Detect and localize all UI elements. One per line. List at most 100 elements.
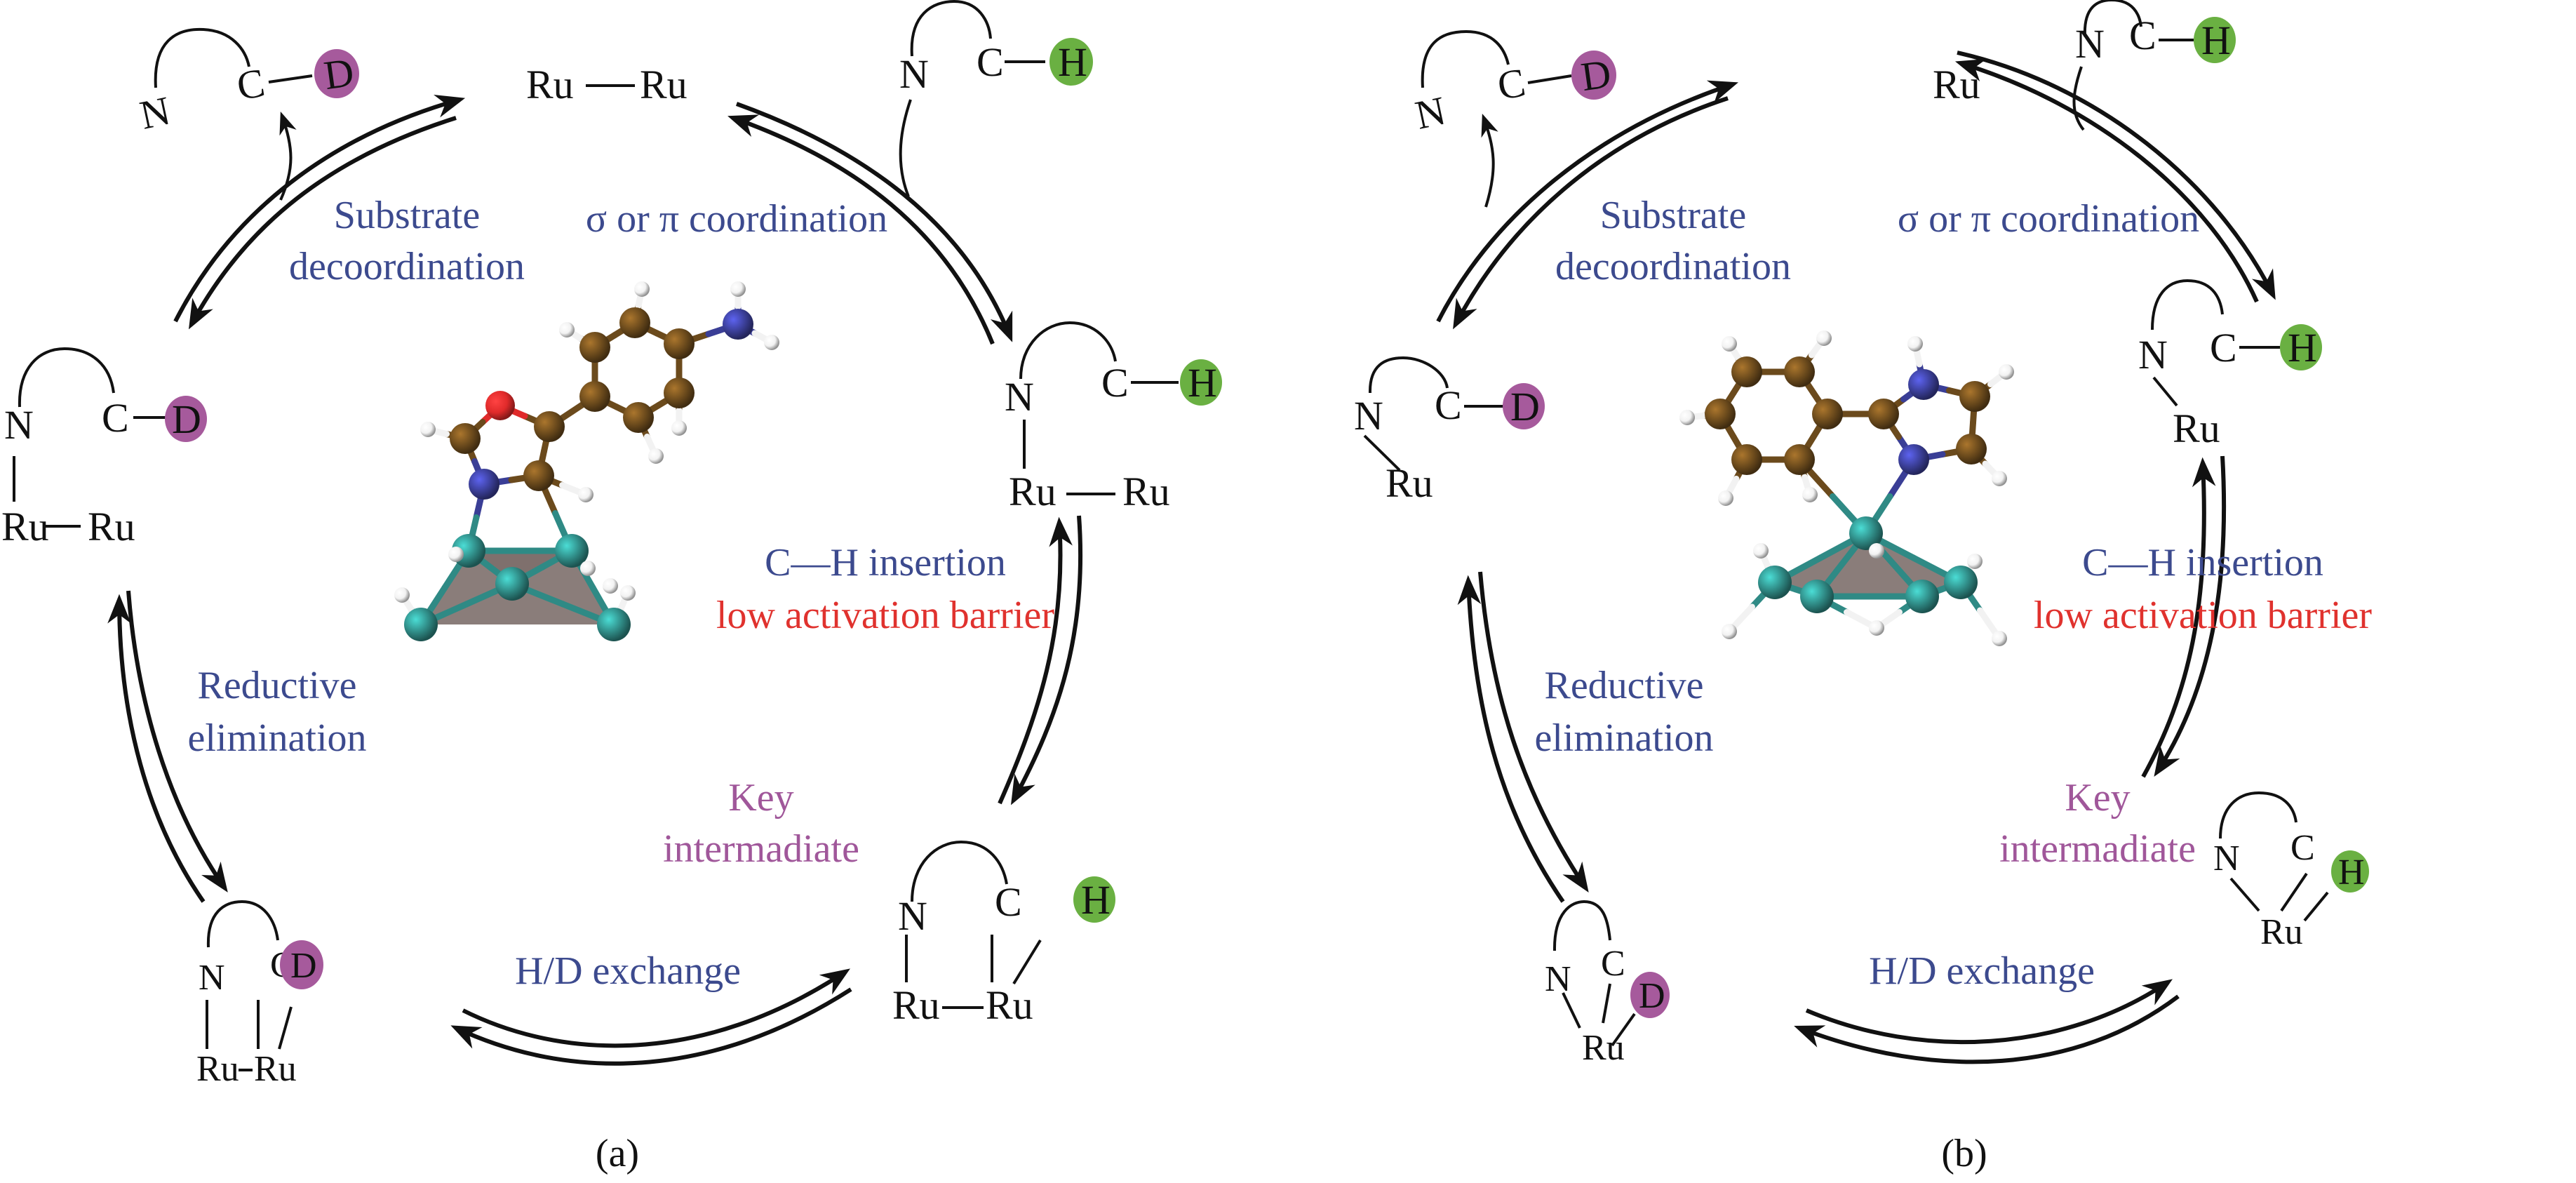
atom-n: N [2075, 21, 2105, 67]
atom-d: D [321, 49, 357, 98]
panel-caption-a: (a) [596, 1132, 639, 1175]
step-label-coordination: σ or π coordination [1898, 197, 2199, 241]
atom-n: N [899, 51, 929, 97]
product-cd-top-left: N C D [1411, 29, 1616, 208]
hydrogen-atom-sphere [1992, 631, 2007, 646]
atom-n: N [2213, 838, 2240, 878]
arrow-forward [2154, 455, 2227, 777]
step-label-key-intermediate-1: Key [2065, 776, 2130, 820]
molecular-model-oxazole-on-ru-cluster [394, 281, 779, 641]
arrow-reverse [2141, 457, 2216, 778]
atom-c: C [977, 39, 1004, 85]
carbon-atom-sphere [579, 381, 610, 412]
atom-n: N [199, 958, 225, 998]
intermediate-coordinated: N C H Ru Ru [1005, 321, 1222, 514]
atom-ru: Ru [1386, 460, 1433, 506]
catalyst-ru-ru-top: Ru Ru [526, 62, 687, 107]
hydrogen-atom-sphere [559, 322, 575, 337]
arrow-forward [462, 968, 851, 1048]
intermediate-left: N C D Ru Ru [1, 347, 207, 549]
arrow-reverse [1453, 96, 1729, 330]
atom-ru: Ru [1582, 1028, 1625, 1068]
arrow-forward [735, 102, 1013, 342]
ruthenium-atom-sphere [1944, 566, 1978, 599]
carbon-atom-sphere [1868, 399, 1899, 429]
deuterium-circle [1503, 383, 1545, 429]
atom-c: C [2290, 828, 2315, 868]
hydrogen-atom-sphere [1816, 330, 1832, 346]
step-label-key-intermediate-1: Key [728, 776, 793, 820]
atom-d: D [1510, 384, 1540, 429]
hydrogen-atom-sphere [420, 422, 436, 437]
step-label-reductive-elimination-2: elimination [1534, 716, 1713, 760]
atom-n: N [1005, 374, 1034, 420]
atom-ru: Ru [1, 504, 49, 549]
arrow-forward [126, 590, 228, 893]
atom-c: C [1101, 360, 1129, 406]
carbon-atom-sphere [1959, 381, 1990, 412]
atom-n: N [1354, 393, 1383, 439]
hydrogen-atom-sphere [671, 420, 687, 436]
arrow-reverse [727, 114, 995, 345]
arrow-forward [1011, 515, 1083, 806]
key-intermediate-structure: N C H Ru Ru [892, 840, 1115, 1028]
deuterium-circle [1630, 972, 1670, 1018]
carbon-atom-sphere [1812, 399, 1843, 429]
step-label-substrate-decoordination-2: decoordination [289, 245, 525, 288]
hydrogen-circle [2194, 17, 2236, 63]
hydrogen-atom-sphere [1753, 543, 1769, 559]
hydrogen-atom-sphere [648, 448, 664, 464]
key-intermediate-structure: N C H Ru [2213, 791, 2369, 952]
carbon-atom-sphere [450, 423, 481, 454]
arrow-reverse [1954, 58, 2259, 303]
arrow-reverse [107, 594, 206, 903]
hydrogen-circle [2331, 850, 2369, 893]
atom-n: N [4, 402, 34, 448]
atom-n: N [1411, 88, 1449, 138]
nitrogen-atom-sphere [469, 469, 499, 500]
step-label-substrate-decoordination-1: Substrate [1600, 194, 1746, 237]
atom-ru: Ru [892, 982, 940, 1028]
atom-h: H [2288, 325, 2317, 370]
hydrogen-atom-sphere [764, 335, 779, 350]
atom-n: N [898, 893, 927, 939]
carbon-atom-sphere [1784, 356, 1815, 387]
step-label-reductive-elimination-1: Reductive [1544, 664, 1703, 707]
atom-ru: Ru [1122, 469, 1170, 514]
carbon-atom-sphere [664, 377, 695, 408]
panel-a: N C D Ru Ru N C H [1, 0, 1222, 1175]
nitrogen-atom-sphere [1908, 369, 1939, 400]
carbon-atom-sphere [1784, 444, 1815, 475]
hydrogen-atom-sphere [580, 561, 596, 576]
deuterium-circle [280, 940, 323, 989]
atom-ru: Ru [254, 1049, 297, 1089]
intermediate-deuterated: N C D Ru [1545, 900, 1670, 1068]
intermediate-deuterated: N C D Ru Ru [196, 900, 323, 1089]
hydrogen-atom-sphere [620, 585, 636, 601]
atom-ru: Ru [640, 62, 687, 107]
step-label-low-activation-barrier: low activation barrier [716, 594, 1054, 637]
step-label-reductive-elimination-2: elimination [187, 716, 366, 760]
deuterium-circle [314, 49, 359, 98]
hydrogen-atom-sphere [1869, 620, 1884, 636]
atom-d: D [172, 396, 201, 442]
nitrogen-atom-sphere [723, 309, 753, 340]
ruthenium-atom-sphere [1758, 566, 1792, 599]
arrow-forward [1436, 80, 1738, 323]
hydrogen-atom-sphere [1999, 364, 2014, 380]
panel-caption-b: (b) [1941, 1132, 1987, 1175]
atom-c: C [234, 60, 268, 109]
ruthenium-atom-sphere [1905, 580, 1939, 613]
hydrogen-atom-sphere [1869, 543, 1884, 559]
atom-h: H [1188, 360, 1217, 406]
hydrogen-atom-sphere [448, 547, 464, 562]
hydrogen-atom-sphere [1992, 471, 2007, 486]
cluster-face [469, 551, 572, 584]
atom-h: H [1081, 877, 1111, 923]
substrate-ch-top-right: N C H [899, 0, 1093, 197]
step-label-hd-exchange: H/D exchange [515, 949, 741, 993]
hydrogen-atom-sphere [394, 587, 410, 603]
carbon-atom-sphere [1705, 399, 1736, 429]
carbon-atom-sphere [579, 332, 610, 363]
